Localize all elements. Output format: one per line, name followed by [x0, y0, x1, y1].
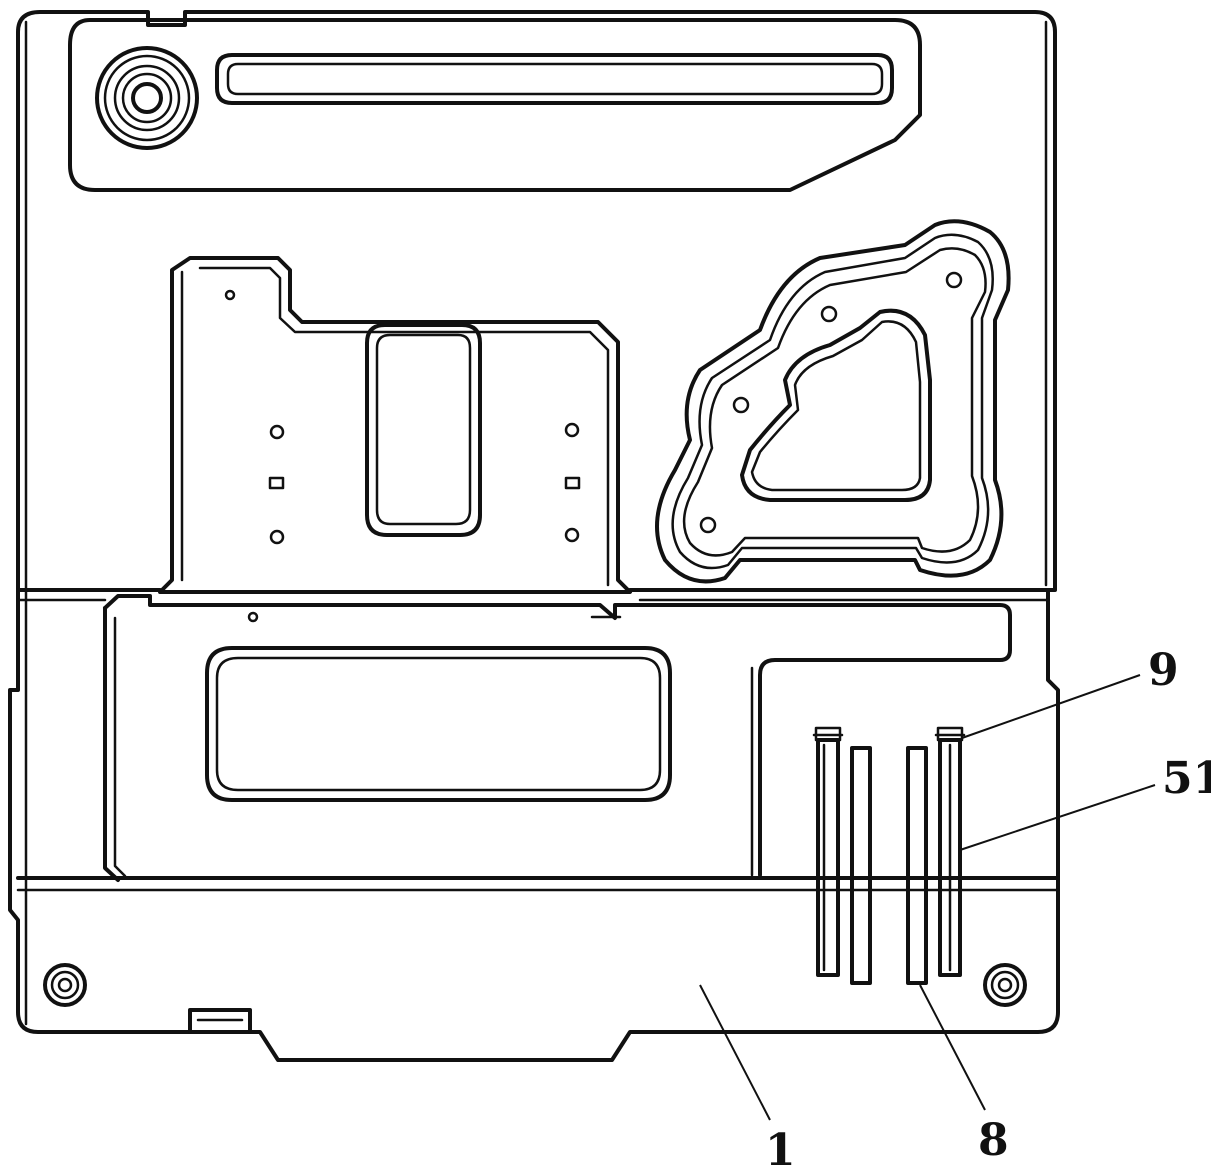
divider-bands — [16, 588, 1060, 892]
callout-9: 9 — [1148, 645, 1179, 696]
top-left-fitting — [95, 46, 199, 150]
mounting-holes — [43, 963, 1027, 1007]
center-pad — [158, 256, 632, 594]
callout-51: 51 — [1162, 753, 1211, 804]
leader-lines — [699, 674, 1156, 1121]
plate-outline — [8, 10, 1060, 1062]
bar-1 — [816, 738, 840, 977]
lower-recess — [103, 594, 1012, 882]
leader-8 — [919, 984, 986, 1111]
triangular-boss — [655, 219, 1011, 584]
leader-9 — [961, 674, 1141, 739]
leader-51 — [959, 784, 1156, 851]
bar-2 — [850, 746, 872, 985]
callout-8: 8 — [978, 1115, 1009, 1166]
bar-3 — [906, 746, 928, 985]
leader-1 — [699, 984, 771, 1121]
bottom-tab — [188, 1008, 252, 1034]
top-channel — [68, 18, 922, 192]
callout-1: 1 — [765, 1125, 796, 1173]
vertical-bars — [812, 726, 966, 985]
